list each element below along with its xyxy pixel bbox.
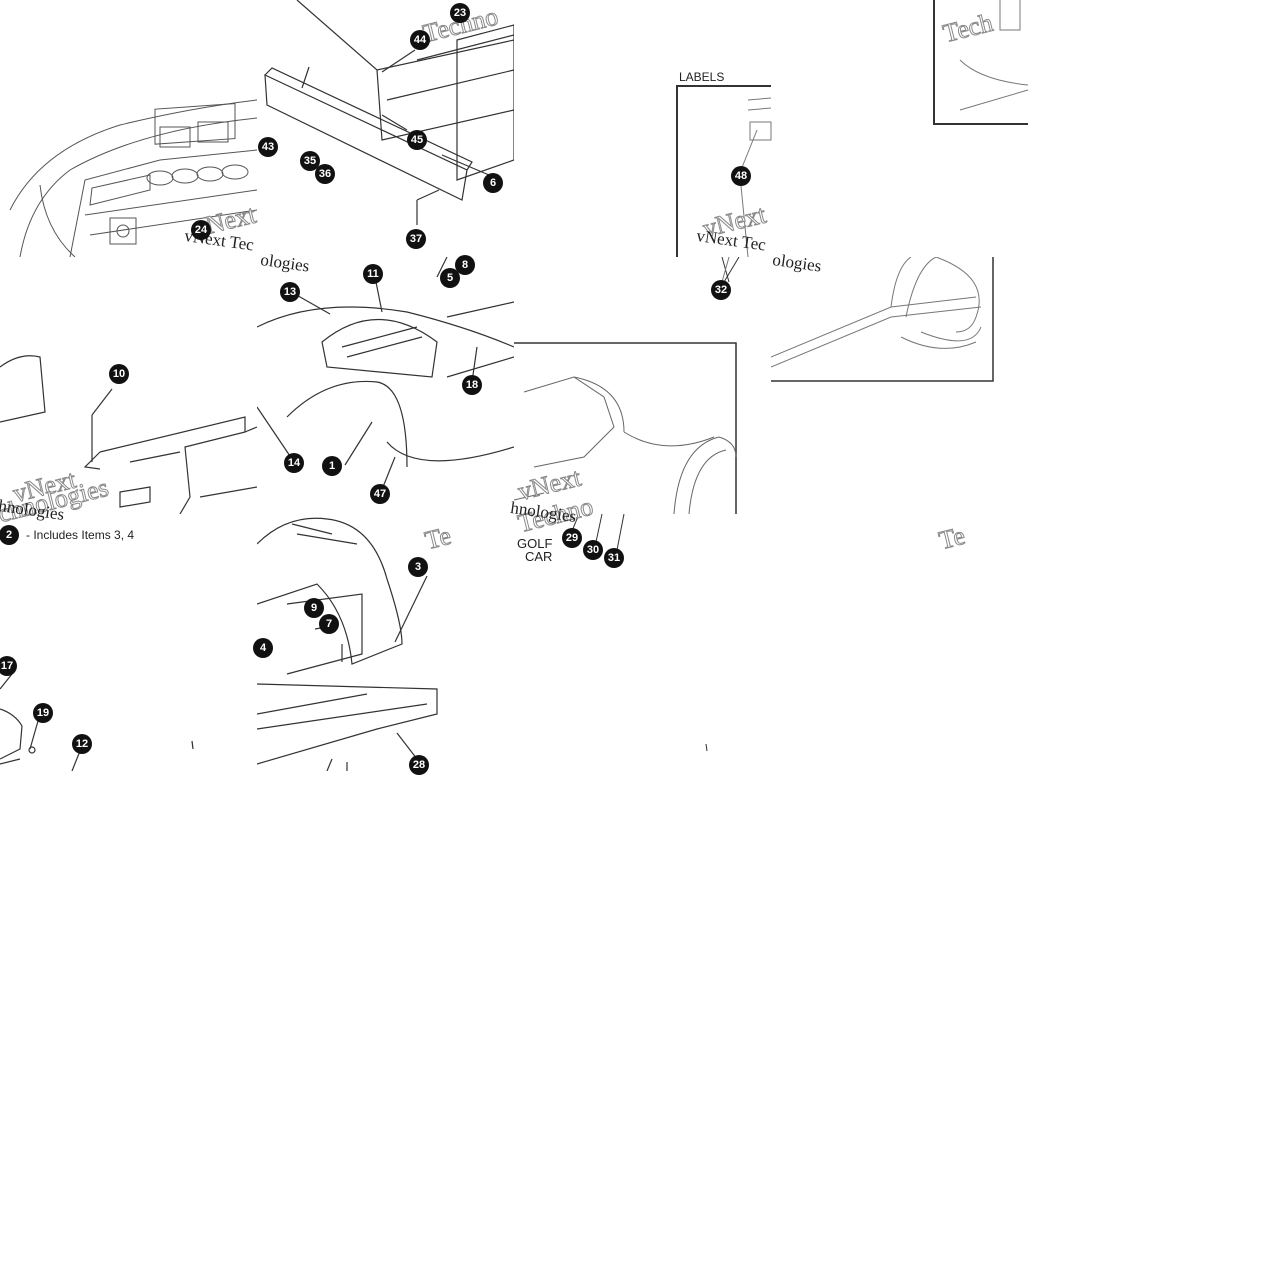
- callout-12: 12: [72, 734, 92, 754]
- callout-17: 17: [0, 656, 17, 676]
- includes-note: - Includes Items 3, 4: [26, 528, 135, 542]
- golf-label: GOLF: [517, 536, 553, 551]
- callout-7: 7: [319, 614, 339, 634]
- callout-48: 48: [731, 166, 751, 186]
- callout-24: 24: [191, 220, 211, 240]
- callout-37: 37: [406, 229, 426, 249]
- callout-35: 35: [300, 151, 320, 171]
- callout-29: 29: [562, 528, 582, 548]
- tile-legend: [0, 514, 257, 771]
- callout-14: 14: [284, 453, 304, 473]
- callout-4: 4: [253, 638, 273, 658]
- tile-wheel: [771, 257, 1028, 514]
- tile-golf-car-label: [514, 514, 771, 771]
- tile-bumper: [257, 0, 514, 257]
- tile-floor-plate: [0, 257, 257, 514]
- callout-44: 44: [410, 30, 430, 50]
- callout-2: 2: [0, 525, 19, 545]
- callout-18: 18: [462, 375, 482, 395]
- tile-blank-r1: [1028, 257, 1285, 514]
- callout-19: 19: [33, 703, 53, 723]
- callout-47: 47: [370, 484, 390, 504]
- tile-blank-tr: [1028, 0, 1285, 257]
- callout-5: 5: [440, 268, 460, 288]
- callout-9: 9: [304, 598, 324, 618]
- golf-car-label-drawing: [571, 514, 708, 752]
- front-body-drawing: [257, 517, 438, 771]
- callout-11: 11: [363, 264, 383, 284]
- callout-10: 10: [109, 364, 129, 384]
- callout-23: 23: [450, 3, 470, 23]
- callout-13: 13: [280, 282, 300, 302]
- callout-45: 45: [407, 130, 427, 150]
- callout-3: 3: [408, 557, 428, 577]
- tile-blank-r2c4: [1028, 514, 1285, 771]
- car-label: CAR: [525, 549, 553, 564]
- callout-30: 30: [583, 540, 603, 560]
- callout-31: 31: [604, 548, 624, 568]
- callout-43: 43: [258, 137, 278, 157]
- tile-front-body: [257, 514, 514, 771]
- floor-plate-drawing: [0, 355, 257, 514]
- rear-body-drawing: [257, 257, 514, 493]
- labels-heading: LABELS: [679, 70, 725, 84]
- callout-28: 28: [409, 755, 429, 775]
- tile-blank-r2c3: [771, 514, 1028, 771]
- callout-6: 6: [483, 173, 503, 193]
- bumper-drawing: [264, 0, 514, 225]
- callout-32: 32: [711, 280, 731, 300]
- legend-drawing: [0, 673, 194, 771]
- dashboard-drawing: [9, 99, 257, 257]
- callout-8: 8: [455, 255, 475, 275]
- golf-car-side-drawing: [514, 257, 740, 514]
- callout-36: 36: [315, 164, 335, 184]
- tile-dashboard: [0, 0, 257, 257]
- callout-1: 1: [322, 456, 342, 476]
- tile-golf-car-side: [514, 257, 771, 514]
- wheel-drawing: [771, 257, 994, 382]
- tile-rear-body: [257, 257, 514, 514]
